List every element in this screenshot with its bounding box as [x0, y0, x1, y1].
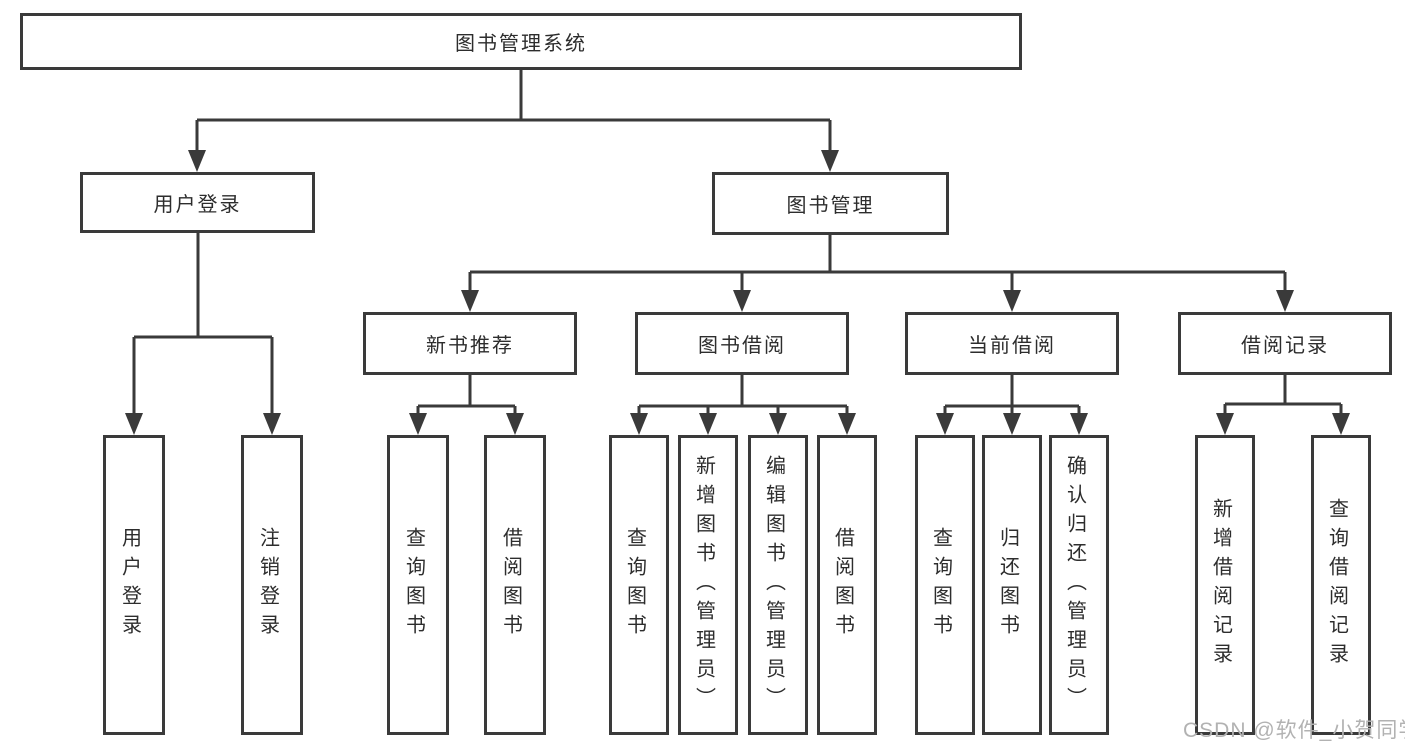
connector-new-book-recommend-to-children: [416, 375, 517, 414]
leaf-recommend-borrow-books: 借阅图书: [484, 435, 546, 735]
leaf-user-login: 用户登录: [103, 435, 165, 735]
arrowhead-icon: [1070, 413, 1088, 435]
node-root-label: 图书管理系统: [455, 33, 587, 55]
connector-borrow-records-to-children: [1223, 375, 1343, 414]
node-book-borrow-label: 图书借阅: [698, 335, 786, 357]
arrowhead-icon: [461, 290, 479, 312]
node-current-borrow: 当前借阅: [905, 312, 1119, 375]
arrowhead-icon: [1003, 290, 1021, 312]
arrowhead-icon: [409, 413, 427, 435]
arrowheads: [125, 150, 1350, 435]
leaf-borrow-query-books: 查询图书: [609, 435, 669, 735]
leaf-records-query-record-label: 查询借阅记录: [1325, 498, 1348, 672]
arrowhead-icon: [821, 150, 839, 172]
leaf-logout-label: 注销登录: [256, 527, 279, 643]
leaf-borrow-borrow-books-label: 借阅图书: [831, 527, 854, 643]
arrowhead-icon: [838, 413, 856, 435]
node-borrow-records-label: 借阅记录: [1241, 335, 1329, 357]
leaf-borrow-borrow-books: 借阅图书: [817, 435, 877, 735]
leaf-recommend-query-books: 查询图书: [387, 435, 449, 735]
connector-root-to-level2: [195, 70, 832, 152]
leaf-current-confirm-return-admin: 确认归还（管理员）: [1049, 435, 1109, 735]
leaf-current-query-books-label: 查询图书: [929, 527, 952, 643]
leaf-borrow-query-books-label: 查询图书: [623, 527, 646, 643]
leaf-current-query-books: 查询图书: [915, 435, 975, 735]
node-user-login-label: 用户登录: [153, 194, 242, 216]
connector-book-borrow-to-children: [637, 375, 849, 414]
connector-book-management-to-level3: [468, 235, 1287, 292]
arrowhead-icon: [1216, 413, 1234, 435]
leaf-recommend-borrow-books-label: 借阅图书: [499, 527, 522, 643]
arrowhead-icon: [630, 413, 648, 435]
leaf-records-query-record: 查询借阅记录: [1311, 435, 1371, 735]
arrowhead-icon: [125, 413, 143, 435]
arrowhead-icon: [263, 413, 281, 435]
connector-current-borrow-to-children: [943, 375, 1081, 414]
node-current-borrow-label: 当前借阅: [968, 335, 1056, 357]
leaf-borrow-add-books-admin-label: 新增图书（管理员）: [692, 454, 715, 716]
node-book-management-label: 图书管理: [786, 195, 875, 217]
node-root: 图书管理系统: [20, 13, 1022, 70]
arrowhead-icon: [769, 413, 787, 435]
leaf-user-login-label: 用户登录: [118, 527, 141, 643]
arrowhead-icon: [1003, 413, 1021, 435]
csdn-watermark: CSDN @软件_小贺同学: [1183, 719, 1405, 742]
arrowhead-icon: [1332, 413, 1350, 435]
leaf-logout: 注销登录: [241, 435, 303, 735]
leaf-current-confirm-return-admin-label: 确认归还（管理员）: [1063, 454, 1086, 716]
node-book-borrow: 图书借阅: [635, 312, 849, 375]
node-new-book-recommend: 新书推荐: [363, 312, 577, 375]
arrowhead-icon: [733, 290, 751, 312]
arrowhead-icon: [699, 413, 717, 435]
connector-user-login-to-children: [132, 233, 274, 414]
node-new-book-recommend-label: 新书推荐: [426, 335, 514, 357]
leaf-borrow-edit-books-admin-label: 编辑图书（管理员）: [762, 454, 785, 716]
node-user-login: 用户登录: [80, 172, 315, 233]
leaf-current-return-books: 归还图书: [982, 435, 1042, 735]
leaf-borrow-edit-books-admin: 编辑图书（管理员）: [748, 435, 808, 735]
leaf-current-return-books-label: 归还图书: [996, 527, 1019, 643]
leaf-borrow-add-books-admin: 新增图书（管理员）: [678, 435, 738, 735]
leaf-recommend-query-books-label: 查询图书: [402, 527, 425, 643]
arrowhead-icon: [1276, 290, 1294, 312]
node-book-management: 图书管理: [712, 172, 949, 235]
arrowhead-icon: [936, 413, 954, 435]
arrowhead-icon: [506, 413, 524, 435]
leaf-records-add-record: 新增借阅记录: [1195, 435, 1255, 735]
leaf-records-add-record-label: 新增借阅记录: [1209, 498, 1232, 672]
arrowhead-icon: [188, 150, 206, 172]
node-borrow-records: 借阅记录: [1178, 312, 1392, 375]
